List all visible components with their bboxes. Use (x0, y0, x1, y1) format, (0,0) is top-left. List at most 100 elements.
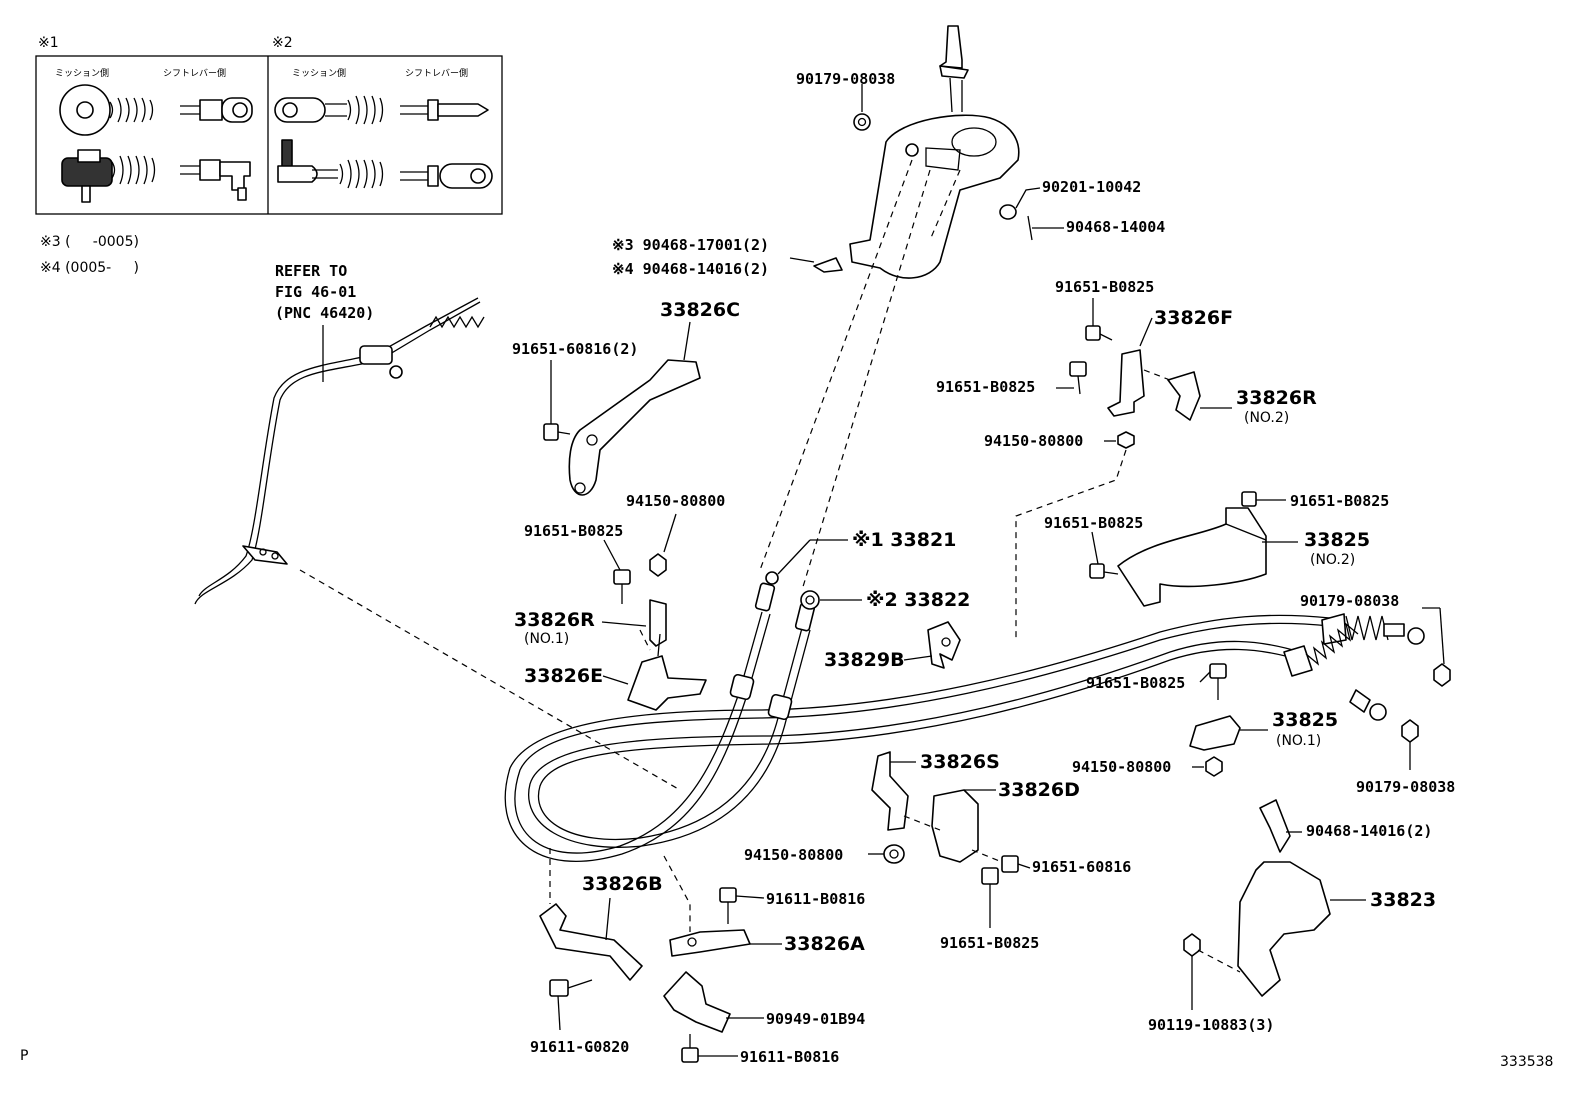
parking-cable (194, 297, 485, 605)
parking-cable-clamp-upper (359, 345, 403, 379)
label-94150-80800-c: 94150-80800 (1072, 758, 1171, 776)
bracket-33826S (871, 751, 916, 831)
nut-94150-80800-d (868, 844, 905, 864)
label-33825-no2-sub: (NO.2) (1310, 552, 1355, 568)
label-33826R-no2-sub: (NO.2) (1244, 410, 1289, 426)
label-90468-14016-top: ※4 90468-14016(2) (612, 260, 769, 278)
bracket-33825-no2 (1117, 507, 1298, 607)
bracket-33825-no1 (1189, 715, 1268, 751)
label-33826F: 33826F (1154, 307, 1233, 329)
label-91651-B0825-b: 91651-B0825 (936, 378, 1035, 396)
legend-box2-lever-end-b (400, 163, 493, 189)
bolt-91651-60816 (971, 849, 1031, 873)
bracket-33826R-no1 (601, 599, 667, 651)
parking-cable-clamp-lower (242, 545, 288, 565)
label-90468-17001: ※3 90468-17001(2) (612, 236, 769, 254)
bracket-33826E (602, 633, 707, 711)
bracket-33826F (1107, 317, 1153, 417)
bracket-33826R-no2 (1143, 369, 1232, 421)
label-91651-B0825-c: 91651-B0825 (1044, 514, 1143, 532)
label-33826A: 33826A (784, 933, 865, 955)
shift-lever-assembly (759, 25, 1020, 591)
label-33825-no2: 33825 (1304, 529, 1370, 551)
legend-box2-right-head: シフトレバー側 (405, 67, 468, 79)
label-90201-10042: 90201-10042 (1042, 178, 1141, 196)
nut-90179-08038-top (853, 84, 871, 131)
label-90949-01B94: 90949-01B94 (766, 1010, 865, 1028)
nut-90179-08038-bot (1401, 719, 1419, 770)
legend-note3: ※3 ( -0005) (40, 234, 139, 250)
bolt-91651-B0825-c (1089, 531, 1119, 579)
label-91651-B0825-f: 91651-B0825 (1086, 674, 1185, 692)
cable-end-33821 (754, 571, 779, 612)
refer-line2: FIG 46-01 (275, 283, 356, 301)
bolt-91651-B0825-b (1056, 361, 1087, 395)
legend-box2-left-head: ミッション側 (292, 67, 346, 79)
label-33826R-no2: 33826R (1236, 387, 1317, 409)
refer-to-note: REFER TO FIG 46-01 (PNC 46420) (275, 262, 374, 382)
bolt-91651-B0825-e (1241, 491, 1286, 507)
bracket-33826D (931, 789, 996, 863)
clip-90468-14016-bot (1259, 799, 1302, 853)
label-33826E: 33826E (524, 665, 603, 687)
legend-note1-mark: ※1 (38, 35, 59, 51)
label-91651-60816: 91651-60816 (1032, 858, 1131, 876)
label-90468-14016-bot: 90468-14016(2) (1306, 822, 1432, 840)
legend-box1-lever-end-a (180, 97, 253, 123)
legend-note4: ※4 (0005- ) (40, 260, 139, 276)
bracket-90949-01B94 (663, 971, 764, 1033)
label-33826B: 33826B (582, 873, 663, 895)
label-33826C: 33826C (660, 299, 740, 321)
nut-94150-80800-c (1192, 756, 1223, 777)
label-94150-80800-d: 94150-80800 (744, 846, 843, 864)
label-91651-B0825-g: 91651-B0825 (940, 934, 1039, 952)
label-94150-80800-a: 94150-80800 (984, 432, 1083, 450)
legend-box2-lever-end-a (400, 99, 489, 121)
bolt-91651-B0825-f (1199, 663, 1227, 700)
label-94150-80800-b: 94150-80800 (626, 492, 725, 510)
bolt-91611-B0816-a (719, 887, 765, 924)
label-33825-no1-sub: (NO.1) (1276, 733, 1321, 749)
nut-94150-80800-a (1015, 431, 1135, 640)
label-91651-60816-2: 91651-60816(2) (512, 340, 638, 358)
label-90468-14004: 90468-14004 (1066, 218, 1165, 236)
label-90119-10883: 90119-10883(3) (1148, 1016, 1274, 1034)
legend-box: ※1 ※2 ミッション側 シフトレバー側 ミッション側 シフトレバー側 (35, 35, 503, 276)
label-91611-B0816-b: 91611-B0816 (740, 1048, 839, 1066)
label-91651-B0825-e: 91651-B0825 (1290, 492, 1389, 510)
legend-box2-mission-end-b (277, 139, 384, 189)
bolt-91651-B0825-g (981, 867, 999, 928)
legend-box1-mission-end-b (61, 149, 156, 203)
legend-box1-left-head: ミッション側 (55, 67, 109, 79)
pin-90468-14004 (1027, 215, 1064, 241)
label-90179-08038-mid: 90179-08038 (1300, 592, 1399, 610)
nut-94150-80800-b (649, 513, 677, 577)
label-33823: 33823 (1370, 889, 1436, 911)
clip-90468 (789, 257, 843, 273)
footer-right: 333538 (1500, 1054, 1553, 1070)
refer-line1: REFER TO (275, 262, 347, 280)
bracket-33826A (669, 929, 782, 957)
label-33822: ※2 33822 (866, 589, 970, 611)
legend-box1-lever-end-b (180, 159, 251, 201)
legend-box2-mission-end-a (274, 95, 384, 125)
bracket-33823 (1237, 861, 1366, 997)
bolt-91651-60816-2 (543, 360, 571, 441)
bracket-33826C (568, 359, 701, 496)
legend-note2-mark: ※2 (272, 35, 293, 51)
shift-cables (504, 571, 1425, 863)
bracket-33826B (539, 897, 643, 981)
label-91651-B0825-a: 91651-B0825 (1055, 278, 1154, 296)
washer-90201-10042 (999, 187, 1041, 220)
label-91611-G0820: 91611-G0820 (530, 1038, 629, 1056)
cable-bellows-lower (1283, 622, 1387, 721)
legend-box1-mission-end-a (59, 84, 154, 136)
bolt-91611-B0816-b (681, 1034, 738, 1063)
label-33826S: 33826S (920, 751, 1000, 773)
cable-end-33822 (794, 590, 820, 632)
bolt-91651-B0825-d (603, 539, 631, 604)
label-90179-08038-top: 90179-08038 (796, 70, 895, 88)
bolt-90119-10883 (1183, 933, 1241, 1010)
bolt-91651-B0825-a (1085, 298, 1113, 341)
label-90179-08038-bot: 90179-08038 (1356, 778, 1455, 796)
